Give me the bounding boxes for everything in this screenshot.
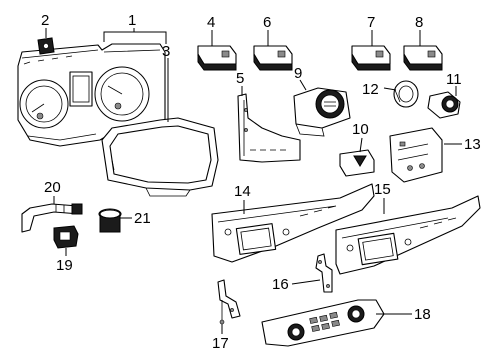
callout-2: 2 [41,12,49,29]
callout-7: 7 [367,14,375,31]
callout-17: 17 [212,335,229,352]
callout-19: 19 [56,257,73,274]
part-start-switch[interactable] [293,87,351,137]
callout-6: 6 [263,14,271,31]
callout-20: 20 [44,179,61,196]
callout-18: 18 [414,306,431,323]
center-display [69,71,93,107]
part-bracket-16[interactable] [315,253,333,293]
part-connector[interactable] [53,225,79,249]
callout-12: 12 [362,81,379,98]
part-trim-bezel[interactable] [237,93,301,163]
callout-1: 1 [128,12,136,29]
part-ring[interactable] [393,80,419,108]
callout-3: 3 [162,43,170,60]
part-switch-7[interactable] [351,45,391,71]
part-cluster-lens[interactable] [101,117,219,197]
part-wire-harness[interactable] [21,203,83,233]
part-switch-6[interactable] [253,45,293,71]
callout-10: 10 [352,121,369,138]
callout-4: 4 [207,14,215,31]
leader-lines [45,28,462,334]
callout-8: 8 [415,14,423,31]
callout-15: 15 [374,181,391,198]
part-hazard-switch[interactable] [339,149,375,177]
callout-21: 21 [134,210,151,227]
part-switch-4[interactable] [197,45,237,71]
callout-13: 13 [464,136,481,153]
part-climate-panel[interactable] [261,299,385,347]
part-bracket-17[interactable] [217,279,241,325]
part-control-panel[interactable] [389,127,443,183]
callout-labels: 1 2 3 4 5 6 7 8 9 10 11 12 13 14 15 16 1… [41,12,481,352]
callout-14: 14 [234,183,251,200]
callout-5: 5 [236,70,244,87]
callout-11: 11 [446,71,462,88]
part-socket[interactable] [427,91,461,119]
callout-16: 16 [272,276,289,293]
callout-9: 9 [294,65,302,82]
part-switch-8[interactable] [403,45,443,71]
part-clip[interactable] [37,37,55,55]
part-audio-bezel-left[interactable] [211,183,375,263]
part-instrument-cluster[interactable] [17,43,166,147]
part-audio-bezel-right[interactable] [335,195,481,275]
part-knob[interactable] [98,208,122,233]
